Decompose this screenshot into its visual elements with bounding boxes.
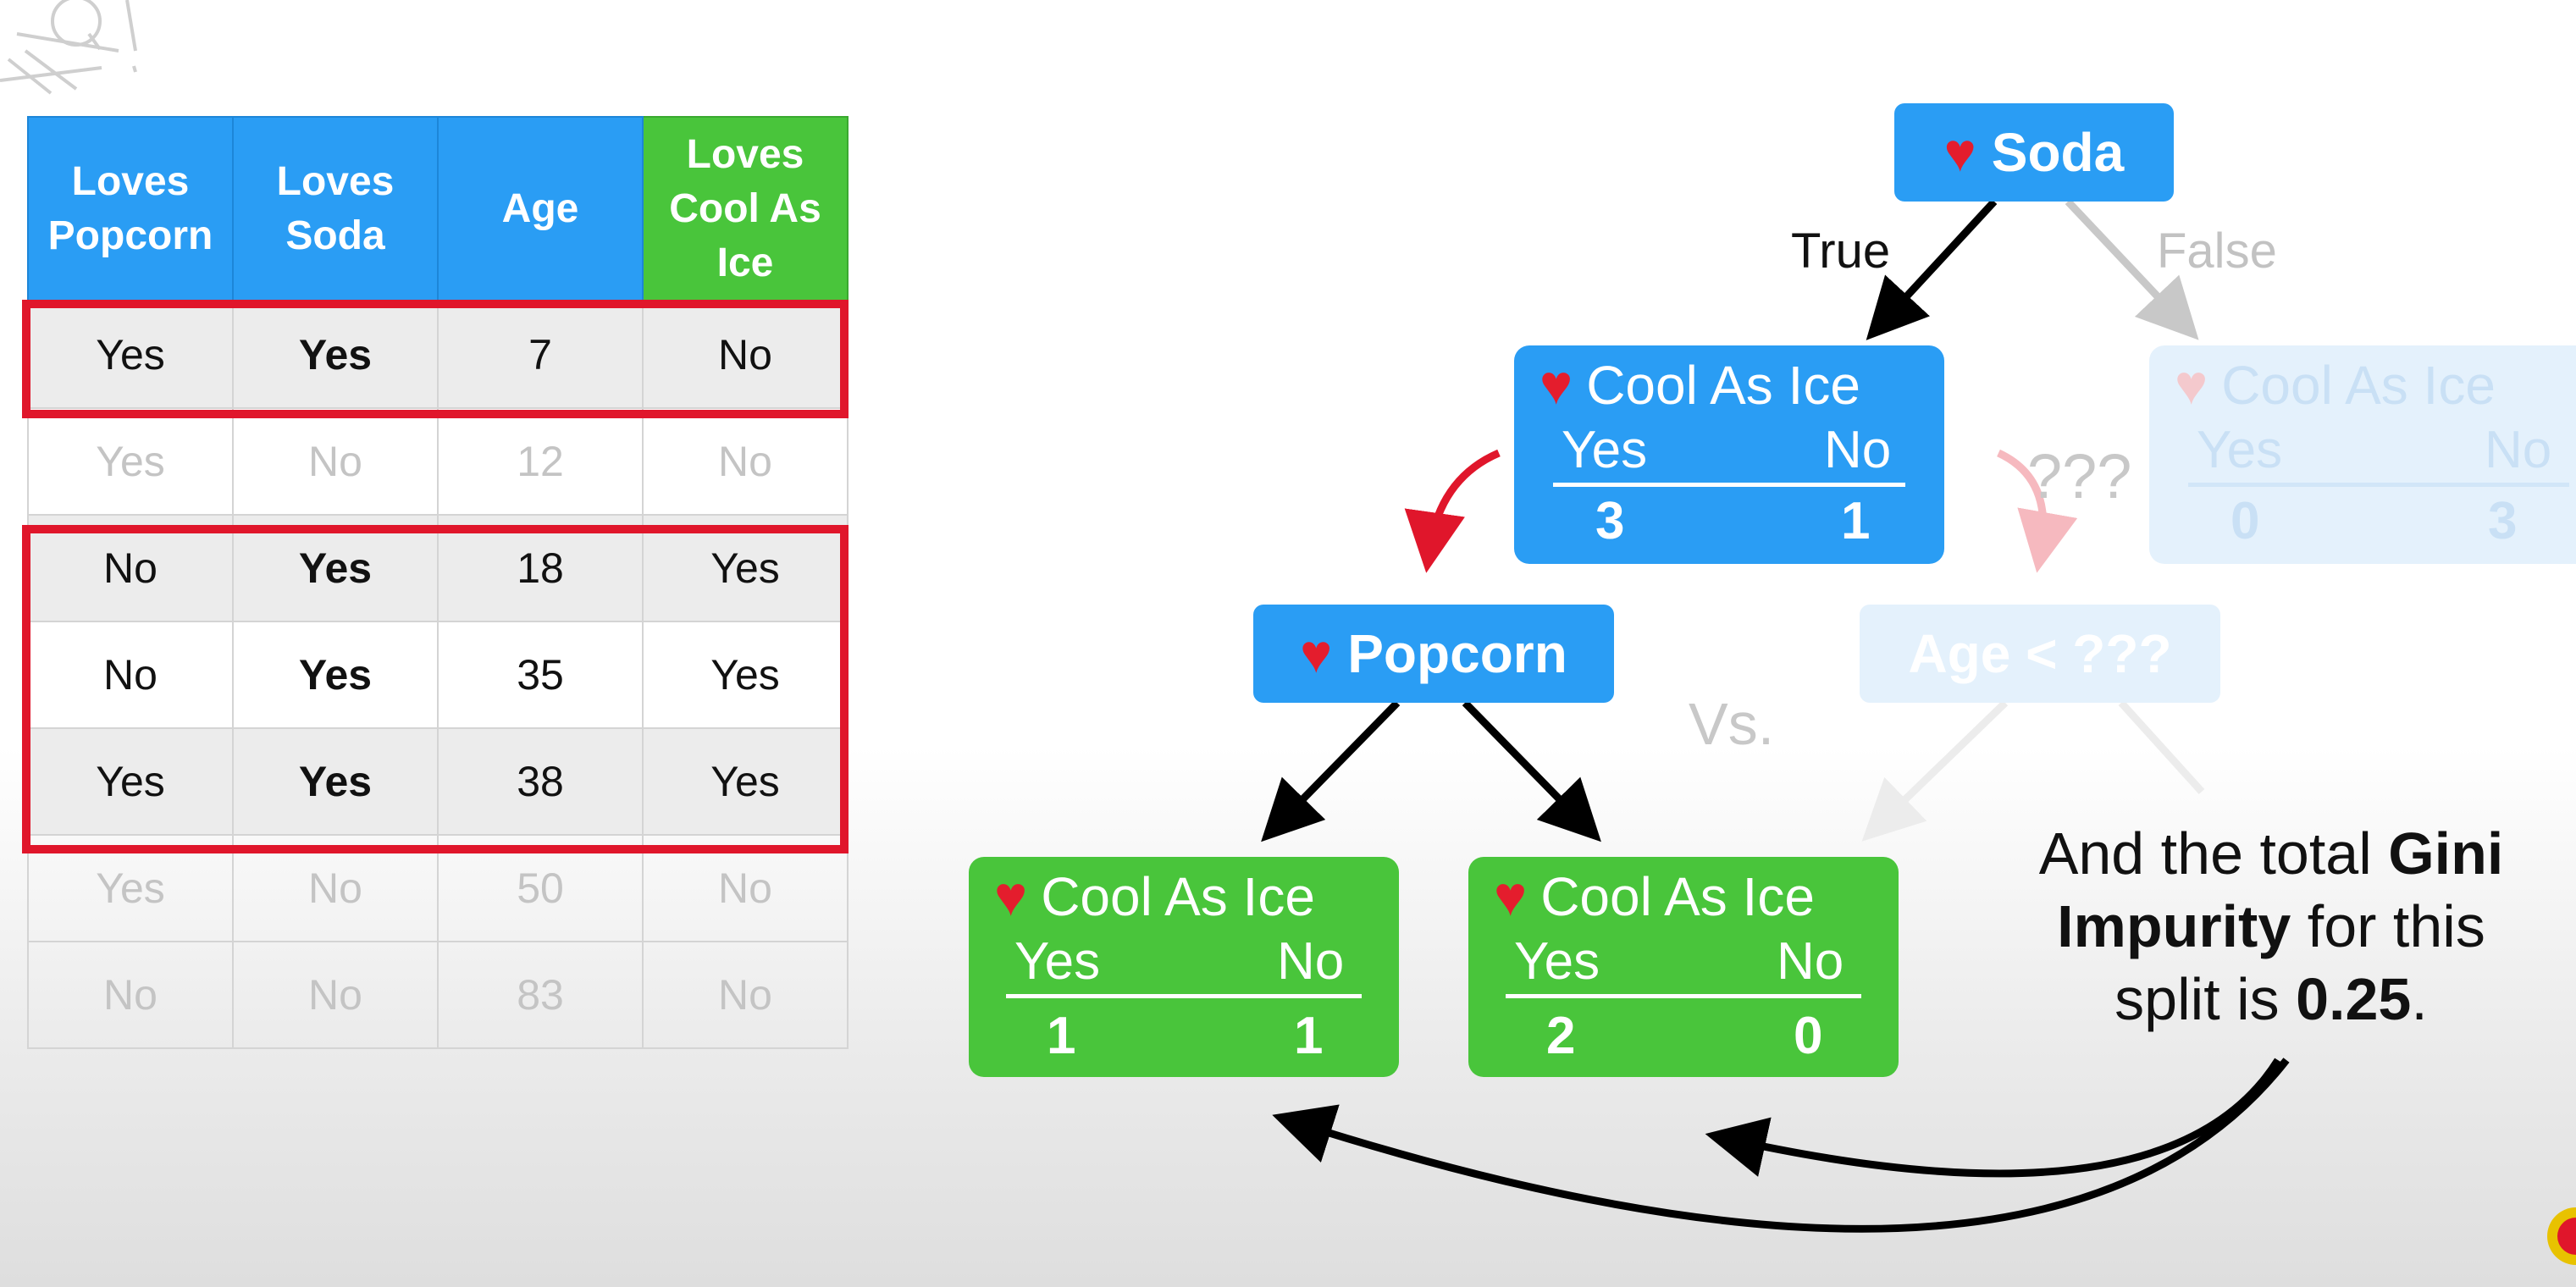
unknown-split-label: ??? [2027,441,2132,511]
caption-line-2: Impurity for this [2057,893,2485,959]
highlight-box-rows-3-5 [22,525,849,853]
table-cell: No [642,301,849,409]
vs-label: Vs. [1689,691,1775,757]
node-divider [1006,994,1362,998]
heart-icon: ♥ [1300,623,1333,684]
node-title: ♥Cool As Ice [1494,864,1815,927]
table-cell: Yes [27,407,234,516]
node-yes-label: Yes [2197,421,2283,479]
statquest-logo-icon [0,0,137,95]
header-loves-cool-as-ice: Loves Cool As Ice [642,116,849,302]
node-title: ♥Cool As Ice [994,864,1315,927]
node-no-count: 3 [2488,492,2518,550]
node-popcorn-label: Popcorn [1347,623,1567,684]
heart-icon: ♥ [1494,864,1528,927]
leaf-cool-as-ice-right: ♥Cool As Ice Yes No 2 0 [1468,857,1899,1077]
edge-false-arrow [2065,198,2199,340]
node-cool-as-ice-right: ♥Cool As Ice Yes No 0 3 [2149,345,2576,564]
pink-curved-arrow [1997,449,2078,573]
table-cell: 38 [437,727,644,836]
node-yes-count: 1 [1047,1007,1076,1065]
highlight-box-row-1 [22,300,849,418]
gini-caption: And the total Gini Impurity for this spl… [1992,817,2551,1036]
table-cell: 83 [437,941,644,1049]
caption-line-3: split is 0.25. [2114,966,2428,1032]
node-no-label: No [1777,932,1844,991]
red-curved-arrow [1404,449,1501,573]
root-node-soda: ♥ Soda [1894,103,2174,202]
table-cell: No [27,621,234,729]
node-yes-label: Yes [1514,932,1600,991]
table-cell: Yes [642,727,849,836]
gini-arrow-to-right-leaf [1705,1058,2281,1178]
corner-badge-icon [2547,1207,2576,1265]
edge-false-label: False [2157,224,2277,279]
table-cell: Yes [232,301,439,409]
table-cell: No [232,941,439,1049]
table-cell: 12 [437,407,644,516]
table-row: Yes No 12 No [27,407,849,516]
node-popcorn: ♥ Popcorn [1253,605,1614,703]
table-cell: No [27,941,234,1049]
node-yes-label: Yes [1562,421,1648,479]
table-cell: No [232,407,439,516]
node-yes-count: 2 [1546,1007,1576,1065]
node-no-label: No [1824,421,1892,479]
node-divider [1506,994,1861,998]
caption-line-1: And the total Gini [2038,820,2504,887]
popcorn-right-arrow [1462,699,1601,842]
popcorn-left-arrow [1261,699,1401,842]
table-cell: 7 [437,301,644,409]
node-divider [2188,483,2569,487]
table-row: No Yes 35 Yes [27,621,849,729]
node-no-count: 1 [1841,492,1871,550]
node-no-label: No [1277,932,1345,991]
gini-arrow-to-left-leaf [1272,1058,2290,1233]
heart-icon: ♥ [994,864,1028,927]
age-left-faded-edge [1861,699,2009,842]
node-age-threshold: Age < ??? [1860,605,2220,703]
heart-icon: ♥ [1540,353,1573,416]
node-title: ♥Cool As Ice [1540,353,1860,416]
table-row: No No 83 No [27,941,849,1049]
table-cell: Yes [642,621,849,729]
heart-icon: ♥ [2175,353,2208,416]
node-no-count: 1 [1294,1007,1324,1065]
node-cool-as-ice-left: ♥Cool As Ice Yes No 3 1 [1514,345,1944,564]
table-header-row: Loves Popcorn Loves Soda Age Loves Cool … [27,116,849,302]
node-yes-count: 3 [1595,492,1625,550]
node-divider [1553,483,1905,487]
node-yes-label: Yes [1014,932,1101,991]
root-node-label: Soda [1991,122,2125,183]
table-cell: Yes [232,727,439,836]
table-cell: Yes [232,621,439,729]
table-cell: Yes [27,301,234,409]
heart-icon: ♥ [1943,122,1976,183]
node-age-label: Age < ??? [1908,623,2172,684]
node-no-label: No [2485,421,2552,479]
node-yes-count: 0 [2231,492,2260,550]
edge-true-arrow [1866,198,1998,340]
edge-true-label: True [1791,224,1891,279]
table-cell: No [642,941,849,1049]
node-no-count: 0 [1794,1007,1823,1065]
table-row: Yes Yes 38 Yes [27,727,849,836]
table-cell: 35 [437,621,644,729]
age-right-faded-edge [2118,699,2205,795]
table-cell: Yes [27,727,234,836]
leaf-cool-as-ice-left: ♥Cool As Ice Yes No 1 1 [969,857,1399,1077]
table-cell: No [642,407,849,516]
header-age: Age [437,116,644,302]
table-row: Yes Yes 7 No [27,301,849,409]
node-title: ♥Cool As Ice [2175,353,2496,416]
header-loves-soda: Loves Soda [232,116,439,302]
